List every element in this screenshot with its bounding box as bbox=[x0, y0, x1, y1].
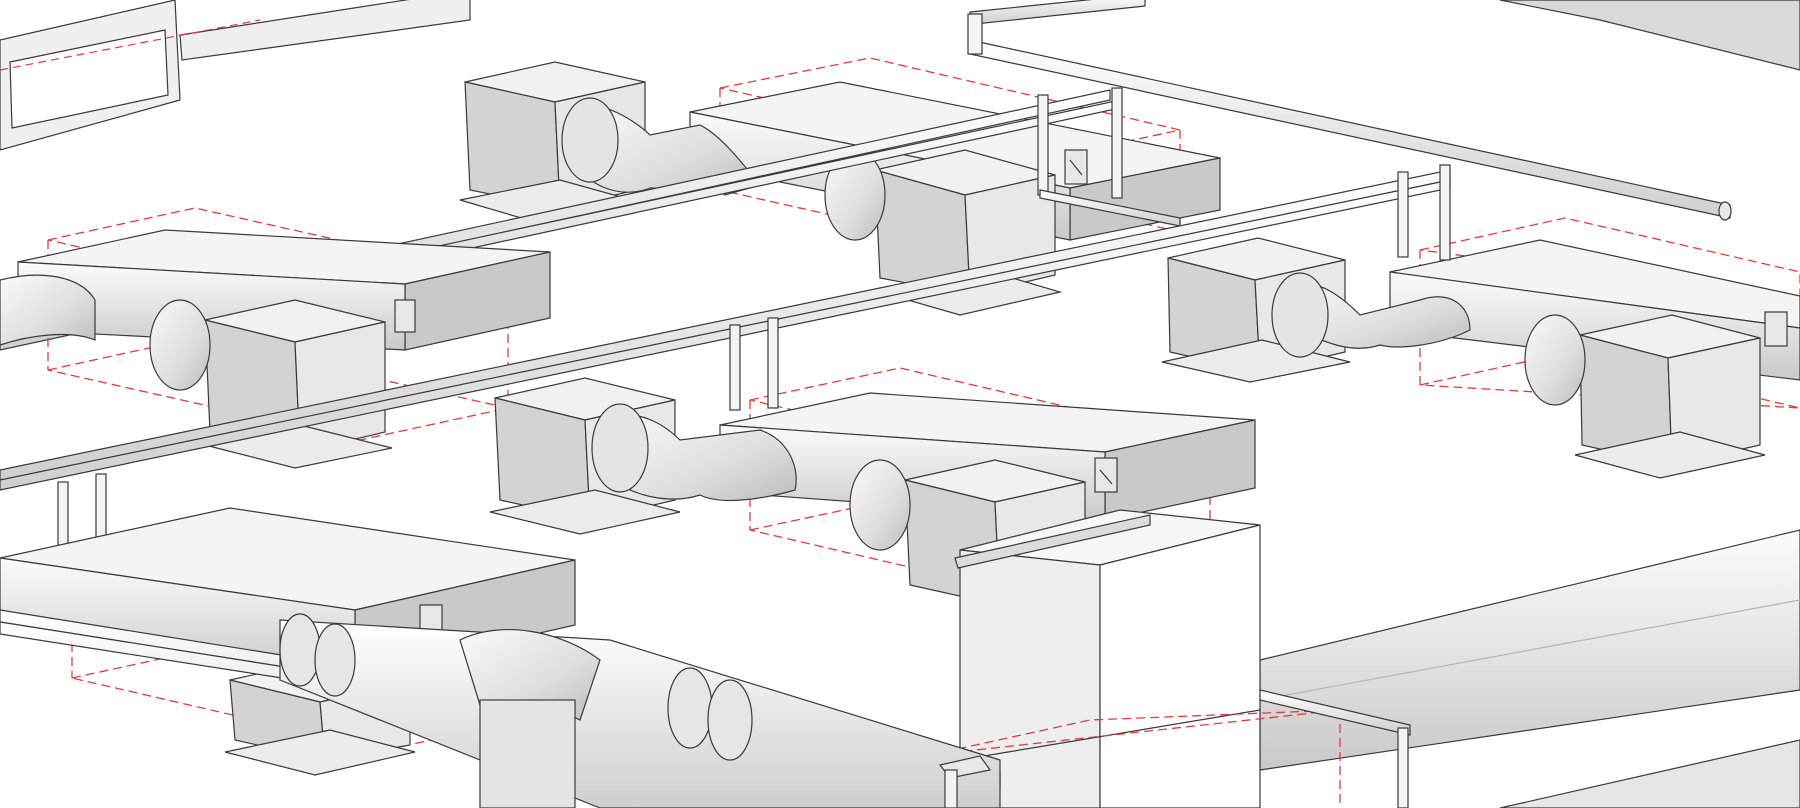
main-duct-bottom bbox=[279, 613, 1001, 808]
diffuser-i[interactable] bbox=[938, 755, 992, 808]
elbow-left-edge bbox=[0, 274, 96, 346]
ceiling-panel-top-left bbox=[0, 0, 471, 151]
riser-shaft bbox=[954, 509, 1261, 808]
pipe-rack-3[interactable] bbox=[0, 164, 1451, 553]
elbow-d bbox=[1271, 272, 1471, 358]
pipe-rack-1[interactable] bbox=[967, 0, 1732, 221]
diffuser-e[interactable] bbox=[1524, 314, 1766, 479]
main-duct-top-right bbox=[1499, 0, 1800, 71]
elbow-a bbox=[561, 97, 762, 196]
main-duct-right bbox=[1259, 529, 1800, 808]
fcu-center[interactable] bbox=[719, 392, 1256, 521]
elbow-f bbox=[591, 403, 797, 502]
diffuser-b[interactable] bbox=[824, 149, 1063, 316]
diffuser-d[interactable] bbox=[1161, 237, 1351, 383]
